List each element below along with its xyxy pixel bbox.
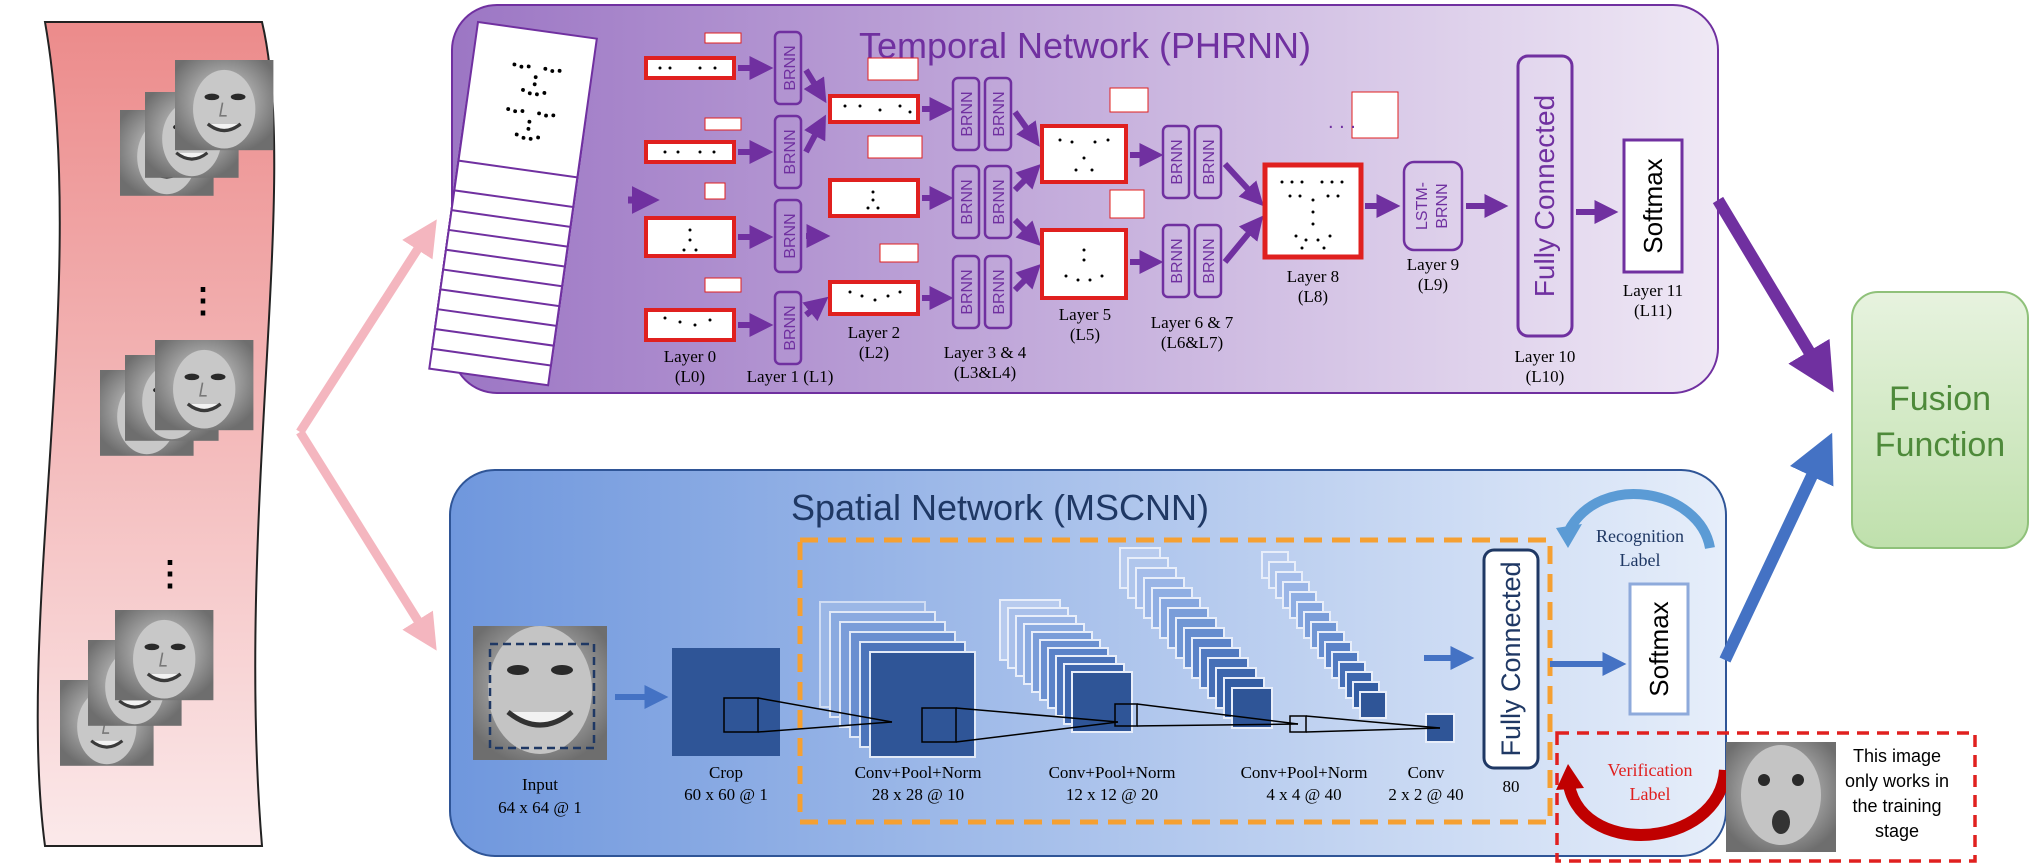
note-line-3: the training	[1852, 796, 1941, 816]
fusion-line-2: Function	[1875, 426, 2005, 464]
ellipsis-1: ⋮	[186, 282, 220, 320]
spatial-fully-connected: Fully Connected	[1482, 548, 1540, 770]
landmark-frame-stack	[428, 20, 598, 387]
brnn-label: BRNN	[782, 129, 799, 174]
conv1-stack	[819, 601, 976, 758]
recognition-label-text: Recognition	[1596, 526, 1684, 546]
note-line-1: This image	[1853, 746, 1941, 766]
conv4-label: Conv	[1408, 763, 1445, 782]
crop-block	[672, 648, 780, 756]
crop-label: Crop	[709, 763, 743, 782]
spatial-fc-size: 80	[1503, 777, 1520, 796]
brnn-label: BRNN	[991, 179, 1008, 224]
fc-label: Fully Connected	[1529, 95, 1560, 297]
conv3-stack	[1119, 547, 1307, 733]
softmax-label: Softmax	[1638, 158, 1668, 253]
brnn-label: BRNN	[991, 91, 1008, 136]
layer9-label: Layer 9	[1407, 255, 1459, 274]
layer0-label: Layer 0	[664, 347, 716, 366]
brnn-label: BRNN	[782, 45, 799, 90]
layer9-lstm-brnn: LSTM- BRNN	[1402, 160, 1464, 252]
layer2-nodes	[828, 94, 920, 316]
multiscale-region	[797, 537, 1553, 825]
fusion-function: Fusion Function	[1851, 291, 2029, 549]
note-line-2: only works in	[1845, 771, 1949, 791]
layer0-nodes	[644, 56, 736, 342]
recognition-label-text-2: Label	[1620, 550, 1661, 570]
ellipsis-2: ⋮	[153, 555, 187, 593]
verification-box: Verification Label This image only works…	[1555, 731, 1977, 863]
layer8-label: Layer 8	[1287, 267, 1339, 286]
spatial-softmax-label: Softmax	[1644, 601, 1674, 696]
layer34-brnn	[951, 76, 1013, 330]
layer67-brnn	[1161, 124, 1223, 299]
crop-size: 60 x 60 @ 1	[684, 785, 768, 804]
layer34-label: Layer 3 & 4	[944, 343, 1027, 362]
conv2-label: Conv+Pool+Norm	[1049, 763, 1176, 782]
pink-arrow-to-temporal	[296, 219, 437, 435]
spatial-softmax: Softmax	[1628, 582, 1690, 716]
spatial-fc-label: Fully Connected	[1496, 561, 1526, 756]
layer11-sub: (L11)	[1634, 301, 1672, 320]
lstm-label-1: LSTM-	[1414, 182, 1431, 230]
layer67-label: Layer 6 & 7	[1151, 313, 1234, 332]
input-video-strip: ⋮ ⋮	[36, 21, 276, 847]
brnn-label: BRNN	[1201, 238, 1218, 283]
layer34-sub: (L3&L4)	[954, 363, 1016, 382]
layer2-sub: (L2)	[859, 343, 889, 362]
fusion-line-1: Fusion	[1889, 380, 1991, 418]
note-line-4: stage	[1875, 821, 1919, 841]
conv4-size: 2 x 2 @ 40	[1388, 785, 1463, 804]
pink-arrow-to-spatial	[296, 429, 437, 651]
layer2-label: Layer 2	[848, 323, 900, 342]
spatial-network-panel: Spatial Network (MSCNN) Input 64 x 64 @ …	[449, 469, 1727, 857]
layer5-nodes	[1040, 124, 1128, 300]
temporal-title: Temporal Network (PHRNN)	[859, 25, 1311, 66]
temporal-network-panel: Temporal Network (PHRNN)	[428, 4, 1719, 394]
layer10-sub: (L10)	[1526, 367, 1565, 386]
layer5-label: Layer 5	[1059, 305, 1111, 324]
input-size: 64 x 64 @ 1	[498, 798, 582, 817]
brnn-label: BRNN	[782, 213, 799, 258]
brnn-label: BRNN	[1201, 139, 1218, 184]
svg-text:. . .: . . .	[1328, 111, 1356, 133]
brnn-label: BRNN	[1169, 139, 1186, 184]
surprised-face	[1726, 742, 1836, 852]
recognition-label-loop: Recognition Label	[1556, 489, 1715, 570]
brnn-label: BRNN	[959, 269, 976, 314]
layer11-label: Layer 11	[1623, 281, 1683, 300]
layer1-brnn	[773, 30, 803, 366]
brnn-label: BRNN	[959, 91, 976, 136]
lstm-label-2: BRNN	[1434, 183, 1451, 228]
brnn-label: BRNN	[1169, 238, 1186, 283]
layer0-thumbs	[704, 32, 742, 293]
conv3-label: Conv+Pool+Norm	[1241, 763, 1368, 782]
layer8-node: . . .	[1262, 91, 1399, 260]
conv3-size: 4 x 4 @ 40	[1266, 785, 1341, 804]
conv1-size: 28 x 28 @ 10	[872, 785, 964, 804]
spatial-to-fusion-arrow	[1719, 432, 1834, 663]
brnn-label: BRNN	[959, 179, 976, 224]
spatial-title: Spatial Network (MSCNN)	[791, 487, 1209, 528]
layer9-sub: (L9)	[1418, 275, 1448, 294]
layer10-fully-connected: Fully Connected	[1516, 54, 1574, 338]
layer5-sub: (L5)	[1070, 325, 1100, 344]
layer11-softmax: Softmax	[1622, 138, 1684, 274]
layer1-label: Layer 1 (L1)	[747, 367, 834, 386]
layer10-label: Layer 10	[1515, 347, 1576, 366]
verification-label-text-2: Label	[1630, 784, 1671, 804]
conv2-size: 12 x 12 @ 20	[1066, 785, 1158, 804]
brnn-label: BRNN	[782, 305, 799, 350]
layer8-sub: (L8)	[1298, 287, 1328, 306]
layer0-sub: (L0)	[675, 367, 705, 386]
input-label: Input	[522, 775, 558, 794]
layer67-sub: (L6&L7)	[1161, 333, 1223, 352]
brnn-label: BRNN	[991, 269, 1008, 314]
temporal-to-fusion-arrow	[1712, 196, 1834, 393]
verification-label-text: Verification	[1608, 760, 1693, 780]
input-face	[473, 626, 607, 760]
conv2-stack	[999, 599, 1138, 733]
conv1-label: Conv+Pool+Norm	[855, 763, 982, 782]
